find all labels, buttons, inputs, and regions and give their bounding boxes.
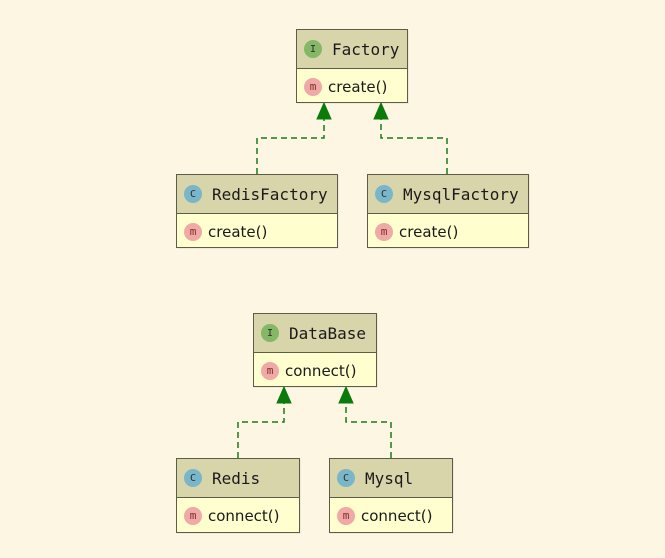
edge-mysqlfactory-to-factory <box>380 118 448 174</box>
node-title: Redis <box>212 468 261 488</box>
node-title: DataBase <box>289 323 367 343</box>
edge-mysql-to-database <box>345 402 392 458</box>
arrowhead-redisfactory-factory <box>316 101 332 120</box>
factory-interface-node[interactable]: I Factory m create() <box>296 29 408 103</box>
database-interface-node[interactable]: I DataBase m connect() <box>253 313 377 387</box>
method-icon: m <box>304 77 322 96</box>
method-label: create() <box>208 222 268 241</box>
method-icon: m <box>184 222 202 241</box>
node-title: Mysql <box>365 468 414 488</box>
node-title: MysqlFactory <box>403 184 519 204</box>
method-icon: m <box>337 506 355 525</box>
method-label: connect() <box>361 506 433 525</box>
method-label: create() <box>328 77 388 96</box>
method-icon: m <box>261 361 279 380</box>
mysql-class-node[interactable]: C Mysql m connect() <box>329 458 453 533</box>
method-icon: m <box>184 506 202 525</box>
method-icon: m <box>375 222 393 241</box>
method-label: create() <box>399 222 459 241</box>
node-header: C Redis <box>177 459 299 498</box>
node-header: C Mysql <box>330 459 452 498</box>
node-header: I Factory <box>297 30 407 69</box>
edge-redisfactory-to-factory <box>256 118 325 174</box>
method-label: connect() <box>285 361 357 380</box>
method-label: connect() <box>208 506 280 525</box>
mysqlfactory-class-node[interactable]: C MysqlFactory m create() <box>367 174 529 248</box>
class-icon: C <box>375 185 393 203</box>
method-row[interactable]: m connect() <box>177 498 299 533</box>
interface-icon: I <box>304 40 322 58</box>
method-row[interactable]: m create() <box>297 69 407 104</box>
node-title: RedisFactory <box>212 184 328 204</box>
edge-redis-to-database <box>237 402 285 458</box>
class-icon: C <box>184 469 202 487</box>
node-header: I DataBase <box>254 314 376 353</box>
method-row[interactable]: m connect() <box>254 353 376 388</box>
interface-icon: I <box>261 324 279 342</box>
class-icon: C <box>184 185 202 203</box>
arrowhead-mysqlfactory-factory <box>373 101 389 120</box>
method-row[interactable]: m connect() <box>330 498 452 533</box>
method-row[interactable]: m create() <box>177 214 337 249</box>
arrowhead-mysql-database <box>338 385 354 404</box>
node-header: C RedisFactory <box>177 175 337 214</box>
redisfactory-class-node[interactable]: C RedisFactory m create() <box>176 174 338 248</box>
node-header: C MysqlFactory <box>368 175 528 214</box>
arrowhead-redis-database <box>276 385 292 404</box>
node-title: Factory <box>332 39 400 59</box>
redis-class-node[interactable]: C Redis m connect() <box>176 458 300 533</box>
class-icon: C <box>337 469 355 487</box>
method-row[interactable]: m create() <box>368 214 528 249</box>
